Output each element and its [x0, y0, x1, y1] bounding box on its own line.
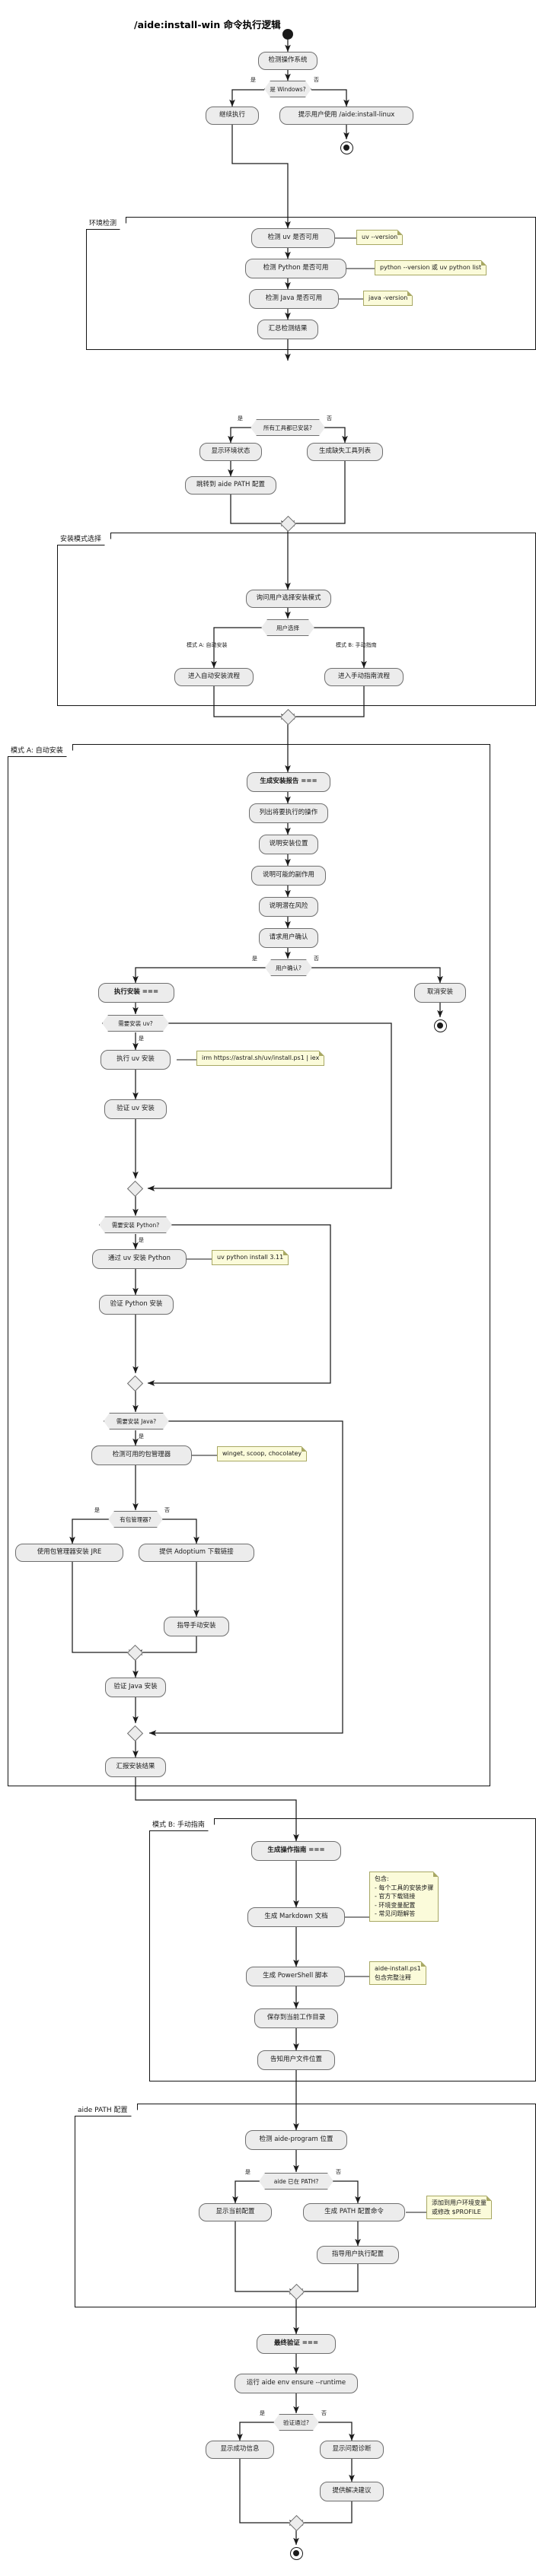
decision-verify-pass[interactable]: 验证通过?	[273, 2414, 319, 2431]
merge-node-final	[288, 2514, 305, 2532]
node-show-current-cfg[interactable]: 显示当前配置	[199, 2203, 272, 2221]
node-show-success[interactable]: 显示成功信息	[206, 2441, 274, 2459]
partition-mode-b	[149, 1818, 536, 2081]
edge-label-aide-in-path-yes: 是	[245, 2169, 250, 2175]
edge-label-need-python-yes: 是	[139, 1237, 144, 1243]
node-enter-auto[interactable]: 进入自动安装流程	[174, 668, 254, 686]
node-jump-path-cfg[interactable]: 跳转到 aide PATH 配置	[185, 476, 276, 495]
node-install-jre-pkg[interactable]: 使用包管理器安装 JRE	[15, 1544, 123, 1562]
decision-aide-in-path[interactable]: aide 已在 PATH?	[259, 2173, 333, 2190]
node-detect-java[interactable]: 检测 Java 是否可用	[249, 289, 339, 309]
title-text: /aide:install-win 命令执行逻辑	[134, 19, 281, 30]
edge-label-is-windows-yes: 是	[250, 77, 256, 83]
end-node-linux	[340, 142, 353, 154]
node-ask-confirm[interactable]: 请求用户确认	[259, 928, 318, 948]
note-markdown-contents: 包含: - 每个工具的安装步骤 - 官方下载链接 - 环境变量配置 - 常见问题…	[369, 1872, 439, 1922]
node-cancel-install[interactable]: 取消安装	[414, 983, 466, 1003]
edge-label-mode-b: 模式 B: 手动指南	[336, 642, 377, 648]
end-node-cancel	[434, 1019, 447, 1032]
note-python-version: python --version 或 uv python list	[375, 260, 487, 275]
node-explain-risks[interactable]: 说明潜在风险	[259, 897, 318, 917]
edge-label-has-pkgmgr-no: 否	[164, 1507, 170, 1513]
partition-aide-path-label: aide PATH 配置	[75, 2104, 138, 2116]
node-gen-report[interactable]: 生成安装报告 ===	[247, 772, 330, 792]
note-pkg-managers: winget, scoop, chocolatey	[217, 1446, 308, 1461]
decision-all-installed[interactable]: 所有工具都已安装?	[250, 419, 325, 436]
edge-label-all-installed-no: 否	[327, 415, 332, 421]
node-provide-adoptium[interactable]: 提供 Adoptium 下载链接	[139, 1544, 254, 1562]
edge-label-verify-pass-yes: 是	[260, 2410, 265, 2416]
decision-user-choice[interactable]: 用户选择	[261, 619, 314, 636]
edge-label-need-java-yes: 是	[139, 1433, 144, 1439]
edge-label-user-confirm-no: 否	[314, 956, 319, 962]
node-detect-aide-program[interactable]: 检测 aide-program 位置	[245, 2130, 347, 2150]
node-prompt-linux[interactable]: 提示用户使用 /aide:install-linux	[279, 107, 413, 125]
note-uv-python-install: uv python install 3.11	[212, 1250, 289, 1265]
edge-label-verify-pass-no: 否	[321, 2410, 327, 2416]
edge-label-aide-in-path-no: 否	[336, 2169, 341, 2175]
node-tell-filepath[interactable]: 告知用户文件位置	[257, 2050, 335, 2070]
edge-label-need-uv-yes: 是	[139, 1035, 144, 1042]
node-detect-pkgmgr[interactable]: 检测可用的包管理器	[91, 1445, 192, 1465]
node-verify-java[interactable]: 验证 Java 安装	[105, 1678, 166, 1697]
node-gen-markdown[interactable]: 生成 Markdown 文档	[247, 1907, 345, 1927]
edge-label-all-installed-yes: 是	[238, 415, 243, 421]
decision-is-windows[interactable]: 是 Windows?	[264, 81, 311, 97]
merge-node-2	[279, 708, 297, 726]
node-gen-missing-list[interactable]: 生成缺失工具列表	[307, 443, 383, 461]
decision-user-confirm[interactable]: 用户确认?	[265, 959, 312, 976]
node-guide-manual-install[interactable]: 指导手动安装	[164, 1617, 229, 1636]
partition-mode-b-label: 模式 B: 手动指南	[149, 1818, 215, 1831]
node-gen-guide[interactable]: 生成操作指南 ===	[251, 1841, 341, 1861]
decision-need-uv[interactable]: 需要安装 uv?	[102, 1015, 169, 1032]
node-detect-os[interactable]: 检测操作系统	[258, 52, 317, 70]
node-gen-powershell[interactable]: 生成 PowerShell 脚本	[246, 1967, 345, 1986]
merge-node-1	[279, 515, 297, 533]
node-verify-python[interactable]: 验证 Python 安装	[99, 1295, 174, 1315]
note-uv-install-cmd: irm https://astral.sh/uv/install.ps1 | i…	[196, 1051, 325, 1066]
decision-has-pkgmgr[interactable]: 有包管理器?	[108, 1511, 163, 1528]
note-ps-script: aide-install.ps1 包含完整注释	[369, 1961, 426, 1986]
node-detect-python[interactable]: 检测 Python 是否可用	[245, 259, 346, 278]
edge-label-is-windows-no: 否	[314, 77, 319, 83]
node-run-env-ensure[interactable]: 运行 aide env ensure --runtime	[234, 2374, 358, 2393]
node-final-verify[interactable]: 最终验证 ===	[257, 2334, 336, 2354]
note-uv-version: uv --version	[356, 230, 404, 245]
node-summarize-detect[interactable]: 汇总检测结果	[257, 320, 318, 339]
node-run-uv-install[interactable]: 执行 uv 安装	[100, 1050, 171, 1070]
page-title: /aide:install-win 命令执行逻辑	[134, 17, 281, 31]
node-verify-uv[interactable]: 验证 uv 安装	[104, 1099, 167, 1119]
node-ask-mode[interactable]: 询问用户选择安装模式	[246, 590, 331, 608]
node-install-python-uv[interactable]: 通过 uv 安装 Python	[92, 1249, 187, 1269]
partition-mode-a-label: 模式 A: 自动安装	[8, 744, 73, 757]
node-gen-path-cmd[interactable]: 生成 PATH 配置命令	[303, 2203, 405, 2221]
note-path-note: 添加到用户环境变量 或修改 $PROFILE	[426, 2196, 492, 2220]
edge-label-mode-a: 模式 A: 自动安装	[187, 642, 228, 648]
partition-install-mode-label: 安装模式选择	[57, 533, 112, 545]
node-list-ops[interactable]: 列出将要执行的操作	[249, 803, 328, 823]
node-detect-uv[interactable]: 检测 uv 是否可用	[251, 228, 335, 248]
node-report-result[interactable]: 汇报安装结果	[105, 1757, 166, 1777]
start-node	[282, 29, 293, 40]
node-explain-sideeffects[interactable]: 说明可能的副作用	[251, 866, 326, 886]
edge-label-user-confirm-yes: 是	[252, 956, 257, 962]
decision-need-python[interactable]: 需要安装 Python?	[99, 1216, 172, 1233]
node-save-cwd[interactable]: 保存到当前工作目录	[254, 2008, 338, 2028]
node-do-install[interactable]: 执行安装 ===	[98, 983, 174, 1003]
node-explain-location[interactable]: 说明安装位置	[259, 835, 318, 854]
node-guide-user-cfg[interactable]: 指导用户执行配置	[317, 2246, 399, 2264]
node-show-env-status[interactable]: 显示环境状态	[199, 443, 262, 461]
partition-mode-a	[8, 744, 490, 1786]
node-show-diagnosis[interactable]: 显示问题诊断	[320, 2441, 384, 2459]
end-node-final	[290, 2547, 303, 2560]
node-enter-manual[interactable]: 进入手动指南流程	[324, 668, 404, 686]
node-continue-exec[interactable]: 继续执行	[206, 107, 259, 125]
note-java-version: java -version	[363, 291, 413, 306]
partition-env-check-label: 环境检测	[86, 217, 127, 230]
edge-label-has-pkgmgr-yes: 是	[94, 1507, 100, 1513]
node-provide-solution[interactable]: 提供解决建议	[320, 2482, 384, 2501]
decision-need-java[interactable]: 需要安装 Java?	[104, 1413, 169, 1430]
